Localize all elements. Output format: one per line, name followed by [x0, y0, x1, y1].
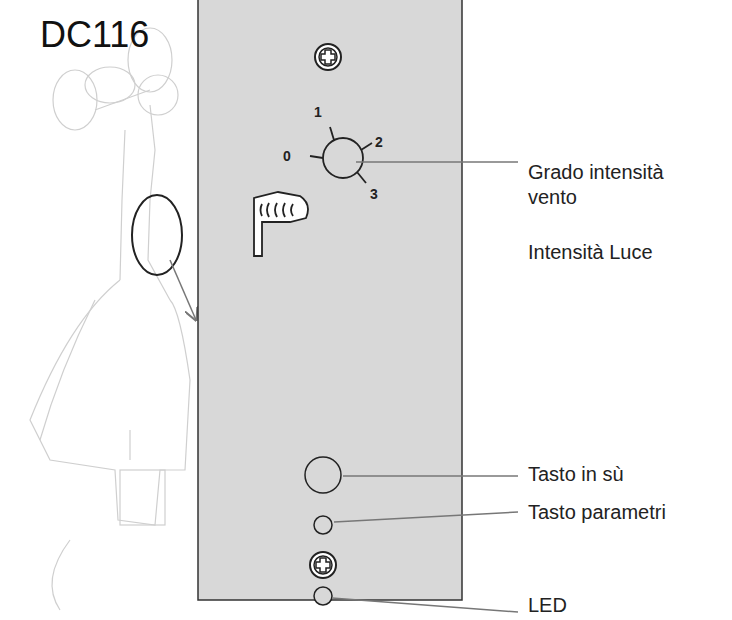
- callout-label: Intensità Luce: [528, 240, 718, 265]
- control-panel: [198, 0, 462, 600]
- light-icon: [254, 192, 308, 256]
- up-button: [305, 457, 341, 493]
- callout-label: Tasto in sù: [528, 462, 718, 487]
- callout-label: LED: [528, 593, 718, 618]
- callout-label: Tasto parametri: [528, 500, 723, 525]
- screw: [315, 44, 341, 70]
- dial-number: 3: [370, 186, 378, 204]
- device-sketch: [30, 28, 190, 610]
- dial-number: 2: [375, 134, 383, 152]
- highlight-ellipse: [132, 195, 182, 275]
- screw: [310, 552, 336, 578]
- dial-number: 1: [314, 104, 322, 122]
- led: [314, 587, 332, 605]
- callout-label: Grado intensità vento: [528, 160, 703, 210]
- param-button: [314, 516, 332, 534]
- wind-dial: [310, 127, 372, 183]
- leader-lines: [332, 162, 518, 612]
- dial-number: 0: [283, 148, 291, 166]
- zoom-arrow: [170, 260, 196, 320]
- diagram-title: DC116: [40, 12, 149, 57]
